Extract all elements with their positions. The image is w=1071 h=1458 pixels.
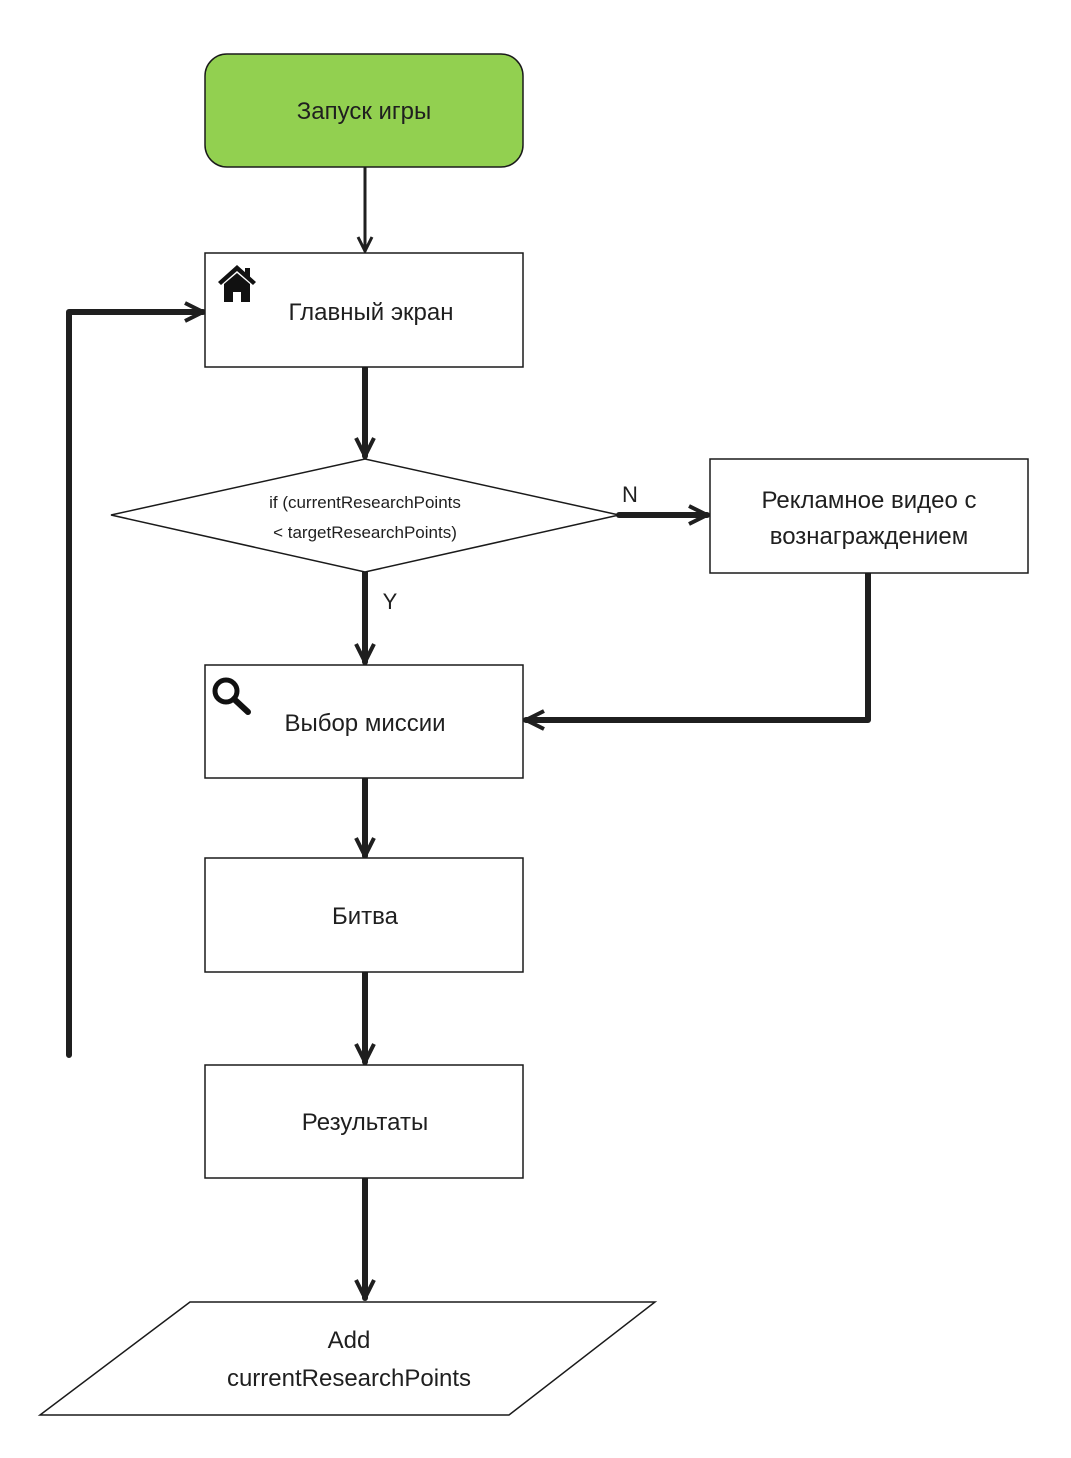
ad-video-line-2: вознаграждением bbox=[770, 523, 969, 550]
edge-loop-back-to-main bbox=[66, 312, 206, 1058]
no-label: N bbox=[622, 482, 638, 507]
add-points-line-2: currentResearchPoints bbox=[227, 1365, 471, 1392]
mission-select-node bbox=[204, 664, 524, 779]
add-points-line-1: Add bbox=[328, 1327, 371, 1354]
ad-video-line-1: Рекламное видео с bbox=[761, 487, 976, 514]
yes-label: Y bbox=[383, 589, 398, 614]
start-label: Запуск игры bbox=[297, 98, 432, 125]
decision-line-2: < targetResearchPoints) bbox=[273, 523, 457, 542]
battle-label: Битва bbox=[332, 903, 399, 930]
results-label: Результаты bbox=[302, 1109, 428, 1136]
main-screen-label: Главный экран bbox=[288, 299, 453, 326]
add-points-node bbox=[37, 1301, 658, 1416]
decision-node bbox=[110, 458, 620, 573]
main-screen-node bbox=[204, 252, 524, 368]
start-node bbox=[204, 53, 524, 168]
edge-ad-to-mission bbox=[523, 570, 871, 720]
mission-select-label: Выбор миссии bbox=[284, 710, 445, 737]
home-icon bbox=[218, 265, 256, 302]
ad-video-node bbox=[709, 458, 1029, 574]
results-node bbox=[204, 1064, 524, 1179]
battle-node bbox=[204, 857, 524, 973]
search-icon bbox=[212, 677, 251, 715]
decision-line-1: if (currentResearchPoints bbox=[269, 493, 461, 512]
